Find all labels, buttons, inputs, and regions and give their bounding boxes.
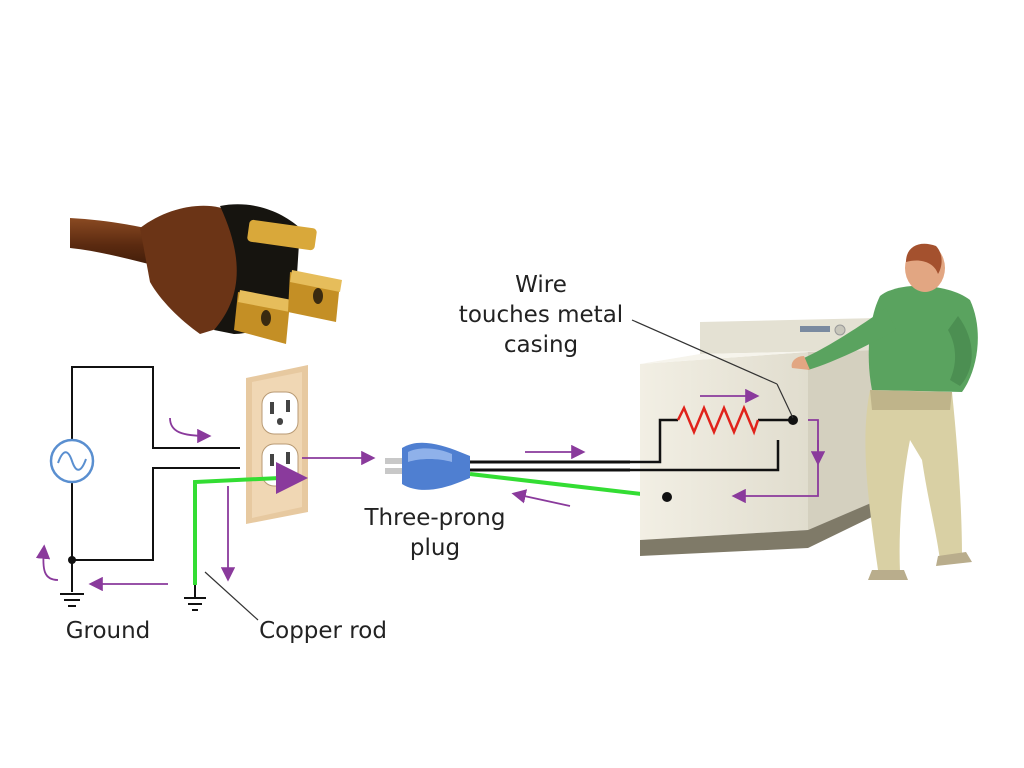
two-prong-plug-icon — [70, 204, 342, 344]
ground-wire — [193, 462, 668, 585]
wire-casing-label-line-1: Wire — [515, 272, 567, 298]
copper-rod-label: Copper rod — [259, 618, 387, 644]
copper-rod-ground-icon — [184, 571, 259, 621]
wall-outlet-icon — [246, 365, 308, 524]
three-prong-plug-label-line-1: Three-prong — [364, 505, 506, 531]
three-prong-plug-label: Three-prong plug — [350, 503, 520, 563]
source-circuit — [68, 366, 240, 592]
resistor-icon — [676, 404, 760, 436]
wire-casing-label-line-2: touches metal — [458, 302, 624, 328]
wire-casing-label-line-3: casing — [503, 332, 579, 358]
three-prong-plug-icon — [385, 442, 470, 490]
appliance-wiring — [630, 319, 798, 502]
ground-label: Ground — [65, 618, 151, 644]
power-cord — [465, 460, 630, 472]
three-prong-plug-label-line-2: plug — [409, 535, 461, 561]
person-icon — [791, 243, 978, 580]
ground-symbol-icon — [60, 593, 84, 607]
ac-source-icon — [49, 438, 95, 484]
wire-casing-label: Wire touches metal casing — [446, 270, 636, 360]
current-arrows — [35, 388, 826, 592]
